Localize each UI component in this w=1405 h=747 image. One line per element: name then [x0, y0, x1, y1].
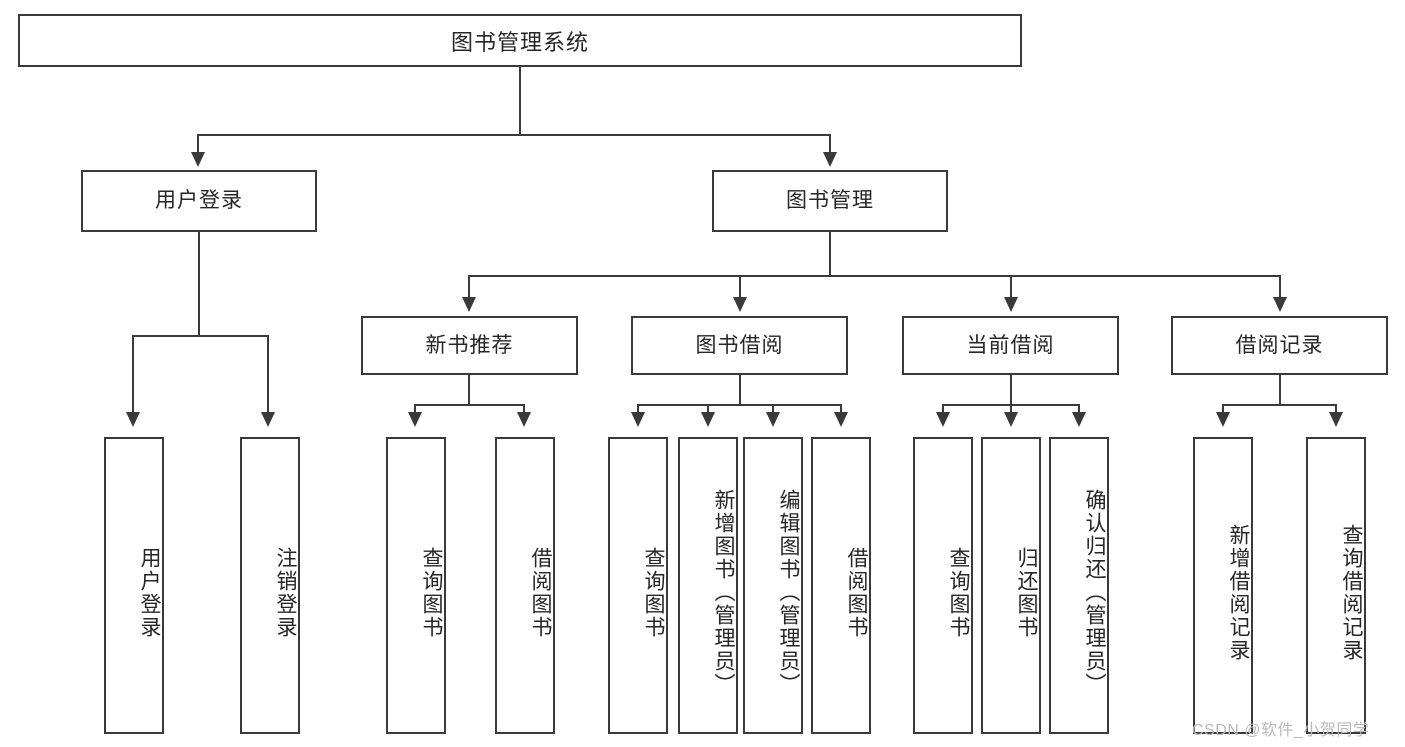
- node-label: 注销登录: [274, 546, 297, 639]
- leaf-user-login-login[interactable]: 用户登录: [104, 437, 164, 734]
- connector-to-book-borrow: [739, 275, 741, 299]
- arrow-user-login-leaf-2: [261, 412, 275, 427]
- leaf-borrow-record-add[interactable]: 新增借阅记录: [1193, 437, 1253, 734]
- connector-new-book-stem: [468, 375, 470, 406]
- leaf-current-borrow-query[interactable]: 查询图书: [913, 437, 973, 734]
- arrow-to-book-borrow: [733, 297, 747, 312]
- arrow-root-to-user-login: [191, 152, 205, 167]
- node-new-book-recommend[interactable]: 新书推荐: [361, 316, 578, 375]
- node-label: 借阅图书: [845, 546, 868, 639]
- node-label: 借阅记录: [1235, 333, 1324, 357]
- arrow-book-borrow-leaf-3: [766, 412, 780, 427]
- connector-level3-bar: [468, 275, 1280, 277]
- leaf-new-book-borrow[interactable]: 借阅图书: [495, 437, 555, 734]
- arrow-current-borrow-leaf-1: [936, 412, 950, 427]
- arrow-new-book-leaf-2: [517, 412, 531, 427]
- connector-new-book-drop-1: [414, 404, 416, 416]
- connector-borrow-record-drop-1: [1222, 404, 1224, 416]
- node-label: 查询图书: [642, 546, 665, 639]
- connector-to-current-borrow: [1010, 275, 1012, 299]
- leaf-current-borrow-return[interactable]: 归还图书: [981, 437, 1041, 734]
- node-label: 编辑图书（管理员）: [777, 489, 800, 696]
- node-label: 图书借阅: [695, 333, 784, 357]
- node-label: 当前借阅: [966, 333, 1055, 357]
- connector-book-mgmt-stem: [829, 232, 831, 276]
- node-label: 查询图书: [420, 546, 443, 639]
- arrow-to-current-borrow: [1004, 297, 1018, 312]
- connector-user-login-bar: [132, 335, 269, 337]
- arrow-book-borrow-leaf-4: [834, 412, 848, 427]
- arrow-to-borrow-record: [1273, 297, 1287, 312]
- watermark-csdn: CSDN @软件_小贺同学: [1192, 722, 1370, 739]
- arrow-new-book-leaf-1: [408, 412, 422, 427]
- node-label: 借阅图书: [529, 546, 552, 639]
- connector-borrow-record-drop-2: [1335, 404, 1337, 416]
- connector-new-book-drop-2: [523, 404, 525, 416]
- arrow-borrow-record-leaf-2: [1329, 412, 1343, 427]
- connector-root-to-book-mgmt: [829, 134, 831, 156]
- leaf-current-borrow-confirm[interactable]: 确认归还（管理员）: [1049, 437, 1109, 734]
- connector-book-borrow-stem: [739, 375, 741, 406]
- leaf-book-borrow-edit[interactable]: 编辑图书（管理员）: [743, 437, 803, 734]
- connector-new-book-bar: [414, 404, 525, 406]
- connector-book-borrow-drop-4: [840, 404, 842, 416]
- leaf-book-borrow-borrow[interactable]: 借阅图书: [811, 437, 871, 734]
- arrow-borrow-record-leaf-1: [1216, 412, 1230, 427]
- connector-user-login-drop-2: [267, 335, 269, 415]
- node-label: 新增图书（管理员）: [712, 489, 735, 696]
- connector-root-to-user-login: [197, 134, 199, 156]
- node-book-management[interactable]: 图书管理: [712, 170, 948, 232]
- connector-borrow-record-stem: [1279, 375, 1281, 406]
- node-current-borrow[interactable]: 当前借阅: [902, 316, 1119, 375]
- connector-book-borrow-bar: [637, 404, 842, 406]
- arrow-current-borrow-leaf-2: [1004, 412, 1018, 427]
- connector-current-borrow-drop-3: [1078, 404, 1080, 416]
- node-label: 用户登录: [155, 189, 243, 213]
- leaf-book-borrow-query[interactable]: 查询图书: [608, 437, 668, 734]
- connector-root-stem: [519, 67, 521, 135]
- node-label: 图书管理: [786, 189, 874, 213]
- connector-book-borrow-drop-1: [637, 404, 639, 416]
- arrow-book-borrow-leaf-1: [631, 412, 645, 427]
- connector-user-login-stem: [198, 232, 200, 336]
- node-borrow-record[interactable]: 借阅记录: [1171, 316, 1388, 375]
- leaf-borrow-record-query[interactable]: 查询借阅记录: [1306, 437, 1366, 734]
- connector-to-borrow-record: [1279, 275, 1281, 299]
- node-label: 图书管理系统: [450, 29, 589, 55]
- connector-user-login-drop-1: [132, 335, 134, 415]
- node-label: 新书推荐: [425, 333, 514, 357]
- arrow-book-borrow-leaf-2: [701, 412, 715, 427]
- connector-current-borrow-stem: [1010, 375, 1012, 406]
- connector-book-borrow-drop-3: [772, 404, 774, 416]
- node-root-system[interactable]: 图书管理系统: [18, 14, 1022, 67]
- connector-book-borrow-drop-2: [707, 404, 709, 416]
- arrow-root-to-book-mgmt: [823, 152, 837, 167]
- arrow-user-login-leaf-1: [126, 412, 140, 427]
- node-label: 查询图书: [947, 546, 970, 639]
- node-book-borrow[interactable]: 图书借阅: [631, 316, 848, 375]
- connector-borrow-record-bar: [1222, 404, 1337, 406]
- node-label: 归还图书: [1015, 546, 1038, 639]
- arrow-to-new-book: [462, 297, 476, 312]
- node-label: 新增借阅记录: [1227, 523, 1250, 662]
- arrow-current-borrow-leaf-3: [1072, 412, 1086, 427]
- leaf-new-book-query[interactable]: 查询图书: [386, 437, 446, 734]
- leaf-user-login-logout[interactable]: 注销登录: [240, 437, 300, 734]
- node-label: 确认归还（管理员）: [1083, 489, 1106, 696]
- leaf-book-borrow-add[interactable]: 新增图书（管理员）: [678, 437, 738, 734]
- node-label: 查询借阅记录: [1340, 523, 1363, 662]
- node-user-login[interactable]: 用户登录: [81, 170, 317, 232]
- node-label: 用户登录: [138, 546, 161, 639]
- connector-current-borrow-drop-1: [942, 404, 944, 416]
- connector-to-new-book: [468, 275, 470, 299]
- connector-current-borrow-drop-2: [1010, 404, 1012, 416]
- connector-root-bar: [197, 134, 831, 136]
